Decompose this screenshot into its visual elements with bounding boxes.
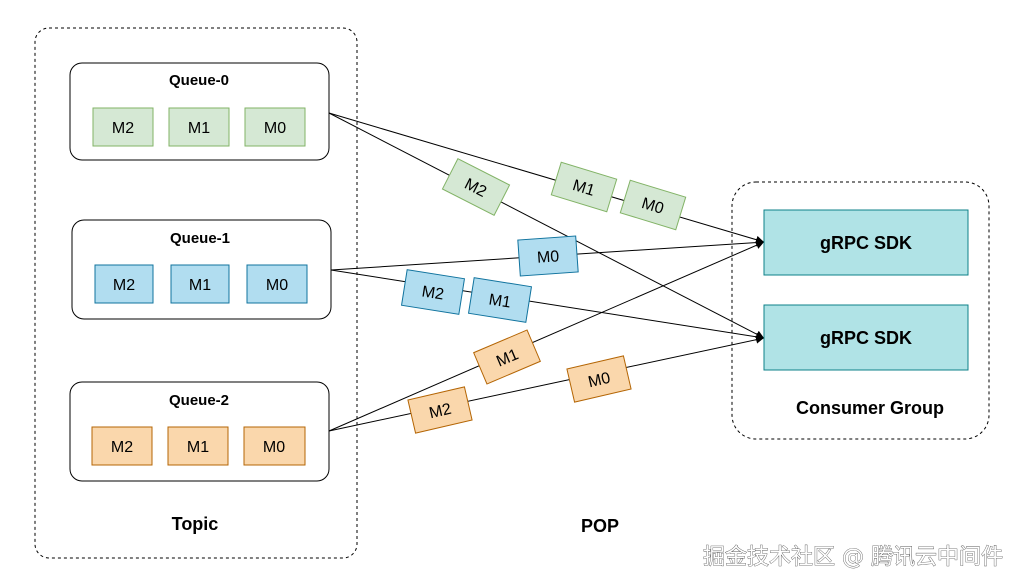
queue-2-message-chip <box>167 426 229 466</box>
queue-0-message-label: M1 <box>188 120 210 137</box>
inflight-queue1-chip-c: M1 <box>467 277 533 323</box>
queue-1-message-chip <box>246 264 308 304</box>
queue-1-message-chip <box>170 264 230 304</box>
inflight-queue2-chip-b: M2 <box>407 386 473 434</box>
edge-queue1-sdk1 <box>330 269 765 341</box>
inflight-message-chip <box>619 179 687 231</box>
inflight-message-chip <box>441 158 511 216</box>
inflight-queue2-chip-a: M1 <box>473 329 541 385</box>
inflight-queue1-chip-a: M0 <box>517 235 579 277</box>
queue-1-message-label: M0 <box>266 277 288 294</box>
topic-label: Topic <box>172 514 219 534</box>
queue-1-message-chip <box>94 264 154 304</box>
inflight-message-chip <box>550 161 618 213</box>
inflight-queue0-chip-c: M0 <box>619 179 687 231</box>
queue-1-message-label: M2 <box>113 277 135 294</box>
queue-0-message-chip <box>92 107 154 147</box>
sdk-0-box <box>763 209 969 276</box>
sdk-1: gRPC SDK <box>763 304 969 371</box>
sdk-1-label: gRPC SDK <box>820 328 912 348</box>
queue-1-message-label: M1 <box>189 277 211 294</box>
inflight-message-chip <box>407 386 473 434</box>
queue-0-message-label: M0 <box>264 120 286 137</box>
inflight-message-label: M0 <box>639 195 665 218</box>
sdk-0-label: gRPC SDK <box>820 233 912 253</box>
queue-2: Queue-2 M2 M1 M0 <box>69 381 330 482</box>
inflight-queue1-chip-b: M2 <box>400 269 466 315</box>
inflight-message-label: M2 <box>420 283 445 303</box>
queue-2-title: Queue-2 <box>169 392 229 409</box>
queue-2-message-chip <box>243 426 306 466</box>
inflight-message-chip <box>473 329 541 385</box>
queue-0-title: Queue-0 <box>169 72 229 89</box>
queue-0-message-chip <box>244 107 306 147</box>
inflight-message-chip <box>400 269 466 315</box>
queue-2-message-label: M0 <box>263 439 285 456</box>
inflight-queue0-chip-b: M1 <box>550 161 618 213</box>
queue-1: Queue-1 M2 M1 M0 <box>71 219 332 320</box>
inflight-message-chip <box>517 235 579 277</box>
edges <box>328 112 765 432</box>
inflight-message-chip <box>566 355 632 403</box>
inflight-message-label: M1 <box>487 291 512 311</box>
inflight-queue0-chip-a: M2 <box>441 158 511 216</box>
edge-queue0-sdk0 <box>328 112 765 244</box>
inflight-message-label: M2 <box>428 401 454 423</box>
queue-1-title: Queue-1 <box>170 230 230 247</box>
queue-0: Queue-0 M2 M1 M0 <box>69 62 330 161</box>
consumer-group-label: Consumer Group <box>796 398 944 418</box>
queue-0-message-label: M2 <box>112 120 134 137</box>
watermark-text: 掘金技术社区 @ 腾讯云中间件 <box>703 545 1003 570</box>
inflight-message-label: M1 <box>570 177 596 200</box>
inflight-message-chip <box>467 277 533 323</box>
edge-queue2-sdk0 <box>328 241 765 432</box>
edge-queue2-sdk1 <box>328 335 765 432</box>
queue-0-message-chip <box>168 107 230 147</box>
edge-queue0-sdk1 <box>328 112 765 339</box>
queue-2-message-chip <box>91 426 153 466</box>
inflight-queue2-chip-c: M0 <box>566 355 632 403</box>
sdk-1-box <box>763 304 969 371</box>
inflight-message-label: M0 <box>536 248 559 267</box>
pop-label: POP <box>581 516 619 536</box>
queue-2-message-label: M1 <box>187 439 209 456</box>
sdk-0: gRPC SDK <box>763 209 969 276</box>
queue-2-message-label: M2 <box>111 439 133 456</box>
inflight-message-label: M0 <box>587 370 613 392</box>
